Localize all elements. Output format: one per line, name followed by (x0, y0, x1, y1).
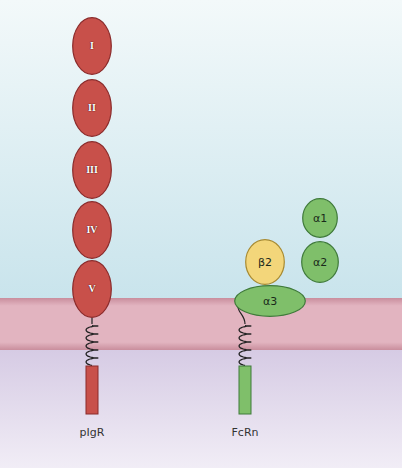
alpha-domain: α2 (301, 241, 339, 283)
alpha-domain: α3 (234, 285, 306, 317)
domain-label: V (88, 284, 95, 294)
receptor-name: pIgR (80, 426, 105, 439)
domain-outline (302, 242, 339, 283)
domain-label: α2 (313, 257, 327, 268)
cytoplasmic-tail (86, 366, 98, 414)
domain: IV (72, 201, 112, 259)
transmembrane-helix (239, 326, 251, 366)
receptor-name: FcRn (232, 426, 259, 439)
domain-label: I (90, 41, 94, 51)
domain: V (72, 260, 112, 318)
alpha-domain: α1 (302, 198, 338, 238)
domain-label: α3 (263, 296, 277, 307)
beta2-microglobulin: β2 (245, 239, 285, 285)
extracellular-space (0, 0, 402, 298)
domain-label: IV (86, 225, 97, 235)
domain: III (72, 141, 112, 199)
cytoplasmic-tail (239, 366, 251, 414)
domain-outline (246, 240, 285, 285)
domain-outline (303, 199, 338, 238)
domain: I (72, 17, 112, 75)
domain-label: β2 (258, 257, 272, 268)
cytoplasm (0, 350, 402, 468)
domain-outline (73, 18, 112, 75)
domain-outline (73, 261, 112, 318)
transmembrane-helix (86, 326, 251, 366)
linker (91, 318, 92, 324)
transmembrane-helix (86, 326, 98, 366)
domain-label: II (88, 103, 96, 113)
domain-outline (235, 286, 306, 317)
cell-membrane (0, 298, 402, 350)
domain-outline (73, 142, 112, 199)
domain-label: α1 (313, 213, 327, 224)
domain-outline (73, 80, 112, 137)
domain-outline (73, 202, 112, 259)
domain: II (72, 79, 112, 137)
domain-label: III (86, 165, 98, 175)
